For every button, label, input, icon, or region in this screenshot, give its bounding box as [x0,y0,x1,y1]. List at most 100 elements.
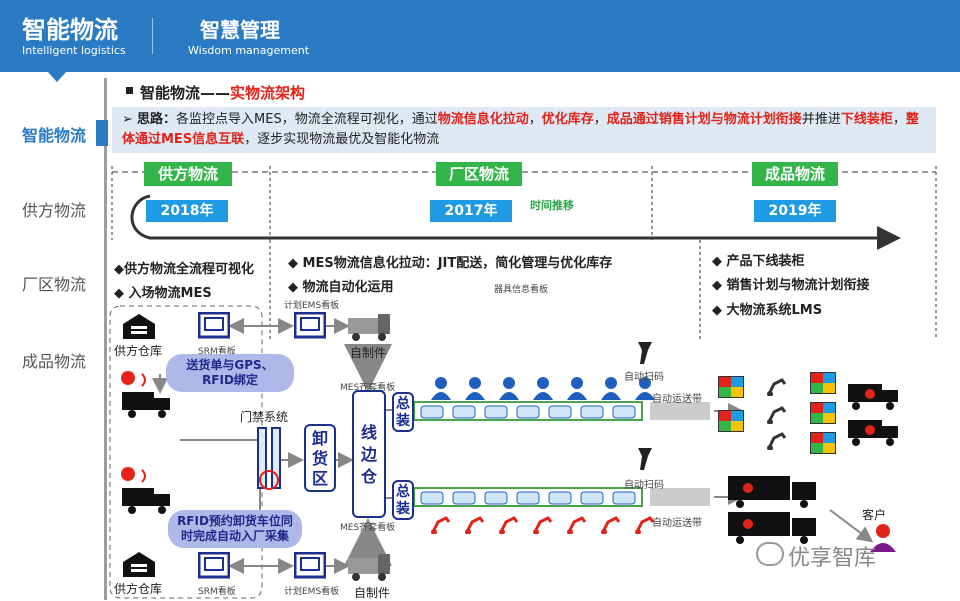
bullet-mid-1: ◆ MES物流信息化拉动：JIT配送，简化管理与优化库存 [288,256,613,271]
container-icon [810,432,836,454]
nav-item-plant-logistics[interactable]: 厂区物流 [22,275,87,294]
line-side-warehouse: 线 边 仓 [352,390,386,518]
idea-red-4: 下线装柜 [840,112,893,127]
workers-row [430,376,655,404]
heading-prefix: 智能物流—— [140,84,231,102]
forklift-icon [348,554,390,581]
header-bar: 智能物流 Intelligent logistics 智慧管理 Wisdom m… [0,0,960,72]
robot-arm-icon [464,512,486,538]
worker-icon [600,376,622,404]
idea-text-2: ， [528,112,542,127]
cloud1-line2: RFID绑定 [202,373,258,387]
worker-icon [430,376,452,404]
cloud1-line1: 送货单与GPS、 [186,358,274,372]
bullet-right-1: ◆ 产品下线装柜 [712,254,805,269]
assembly2-char-1: 总 [396,484,410,500]
nav-rail [104,78,107,600]
gate-system-label: 门禁系统 [240,410,289,424]
station-icon [420,404,444,423]
idea-arrow-icon: ➢ [122,112,138,127]
conveyor-1 [650,402,710,420]
station-icon [548,404,572,423]
self-made-bottom: 自制件 [354,586,391,600]
auto-scan-2: 自动扫码 [624,480,664,491]
robot-arm-icon [566,512,588,538]
tag-plant: 厂区物流 [436,162,522,186]
lsw-char-3: 仓 [360,467,377,486]
robot-arm-icon [766,428,788,454]
assembly-2: 总 装 [392,480,414,520]
self-made-top: 自制件 [350,346,387,360]
idea-text-1: 各监控点导入MES，物流全流程可视化，通过 [176,112,438,127]
worker-icon [634,376,656,404]
scanner-icon [638,448,652,470]
gate-icon [257,427,281,490]
robot-arms-row [430,512,655,538]
worker-icon [566,376,588,404]
gps-truck-icon [121,371,170,418]
bullet-left-2: ◆ 入场物流MES [114,286,212,301]
section-heading: 智能物流——实物流架构 [140,82,305,103]
tag-supplier: 供方物流 [144,162,232,186]
stations-row-2 [420,490,640,505]
container-icon [718,376,744,398]
monitor-icon [294,552,326,579]
robot-arm-icon [430,512,452,538]
customer-icon [870,524,896,552]
watermark: 优享智库 [788,546,877,571]
idea-text-3: ， [593,112,607,127]
mes-board-bottom: MES齐套看板 [340,523,396,533]
tag-product: 成品物流 [752,162,838,186]
auto-scan-1: 自动扫码 [624,372,664,383]
station-icon [580,490,604,509]
time-shift-label: 时间推移 [530,199,574,212]
station-icon [452,404,476,423]
idea-red-2: 优化库存 [541,112,594,127]
station-icon [612,490,636,509]
conveyor-label-1: 自动运送带 [652,394,702,405]
wechat-icon [756,542,784,566]
lsw-char-1: 线 [360,423,377,442]
container-icon [718,410,744,432]
conveyor-2 [650,488,710,506]
robot-arm-icon [766,374,788,400]
idea-red-3: 成品通过销售计划与物流计划衔接 [606,112,802,127]
idea-text-5: ， [892,112,906,127]
assembly2-char-2: 装 [396,501,410,517]
time-arrow [130,194,901,250]
bullet-left-1: ◆供方物流全流程可视化 [114,262,254,277]
nav-item-supplier-logistics[interactable]: 供方物流 [22,201,87,220]
worker-icon [498,376,520,404]
station-icon [548,490,572,509]
supplier-warehouse-bottom: 供方仓库 [114,582,163,596]
container-truck-icons [728,476,816,544]
header-divider [152,18,153,54]
assembly1-char-2: 装 [396,413,410,429]
nav-active-marker [96,120,108,146]
unload-char-2: 货 [311,449,328,468]
nav-item-product-logistics[interactable]: 成品物流 [22,352,87,371]
robot-arm-icon [498,512,520,538]
scanner-icon [638,342,652,364]
idea-red-1: 物流信息化拉动 [437,112,529,127]
idea-text-6: ，逐步实现物流最优及智能化物流 [244,132,440,147]
monitor-icon [294,312,326,339]
unload-area: 卸 货 区 [304,424,336,492]
header-notch [48,72,66,82]
cloud2-line2: 时完成自动入厂采集 [180,529,289,543]
header-subtitle: 智慧管理 [200,18,280,42]
idea-label: 思路： [137,112,177,127]
station-icon [612,404,636,423]
station-icon [484,404,508,423]
nav-item-intelligent-logistics[interactable]: 智能物流 [22,126,87,145]
plan-ems-board-top: 计划EMS看板 [284,301,340,311]
robot-arm-icon [634,512,656,538]
station-icon [516,490,540,509]
station-icon [516,404,540,423]
srm-board-top: SRM看板 [198,347,236,357]
forklift-icon [348,314,390,341]
heading-square [126,87,133,94]
station-icon [420,490,444,509]
bullet-right-3: ◆ 大物流系统LMS [712,303,823,318]
container-icon [810,372,836,394]
